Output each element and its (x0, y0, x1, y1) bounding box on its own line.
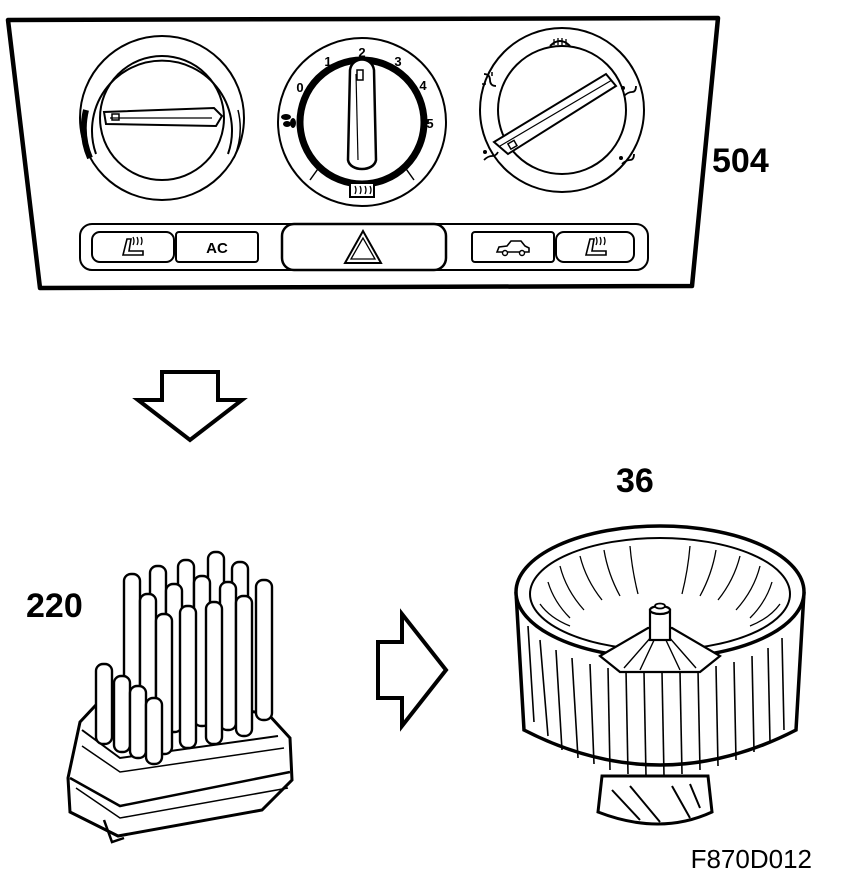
figure-id: F870D012 (691, 844, 812, 874)
seat-heater-icon (121, 236, 144, 256)
left-seat-heater-button[interactable] (91, 231, 175, 263)
car-recirculation-icon (495, 240, 530, 257)
ac-button[interactable]: AC (175, 231, 259, 263)
seat-heater-icon (584, 236, 607, 256)
fan-tick-3: 3 (394, 54, 401, 69)
recirculation-button[interactable] (471, 231, 555, 263)
fan-tick-4: 4 (419, 78, 427, 93)
climate-control-panel: 0 1 2 3 4 5 (5, 15, 721, 291)
right-arrow (376, 608, 449, 732)
air-distribution-dial (479, 27, 645, 193)
right-seat-heater-button[interactable] (555, 231, 635, 263)
feet-defrost-vent-icon (619, 153, 635, 165)
fan-icon (281, 114, 296, 128)
fan-tick-5: 5 (426, 116, 433, 131)
face-feet-vent-icon (621, 85, 637, 97)
down-arrow (132, 370, 248, 443)
windshield-defrost-icon (549, 38, 571, 47)
rear-defrost-icon (349, 182, 375, 198)
fan-tick-2: 2 (358, 45, 365, 60)
hazard-button[interactable] (280, 222, 448, 272)
fan-speed-dial: 0 1 2 3 4 5 (277, 37, 447, 207)
ac-button-label: AC (206, 240, 228, 257)
face-vent-icon (483, 150, 499, 161)
fan-tick-1: 1 (324, 54, 331, 69)
blower-fan (514, 524, 806, 826)
fan-blades (527, 625, 785, 777)
button-strip: AC (79, 222, 649, 272)
callout-36: 36 (616, 462, 654, 500)
feet-vent-icon (482, 72, 497, 87)
callout-504: 504 (712, 142, 769, 180)
fan-tick-0: 0 (296, 80, 303, 95)
temperature-dial (79, 35, 245, 201)
series-resistor (66, 550, 294, 844)
resistor-pins (94, 550, 274, 766)
hazard-triangle-icon (343, 228, 383, 264)
callout-220: 220 (26, 587, 83, 625)
